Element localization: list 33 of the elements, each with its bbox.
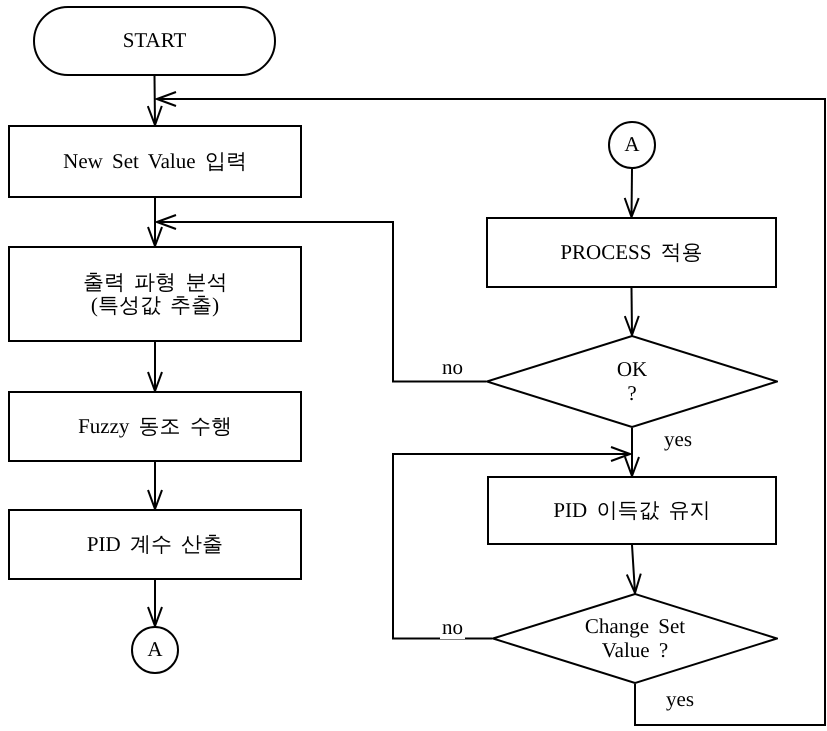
arrow <box>147 462 163 510</box>
arrow <box>624 168 640 218</box>
process-box <box>8 125 302 198</box>
step-text: New Set Value 입력 <box>63 150 247 174</box>
arrow <box>156 91 826 726</box>
process-box <box>8 391 302 462</box>
step-text: PID 이득값 유지 <box>553 498 711 522</box>
process-box <box>486 217 777 288</box>
process-box <box>487 476 777 545</box>
step-text: PID 계수 산출 <box>86 532 224 556</box>
arrow <box>392 446 631 640</box>
arrow <box>147 198 163 247</box>
step-text: 출력 파형 분석 (특성값 추출) <box>82 270 228 318</box>
step-text: Fuzzy 동조 수행 <box>78 414 232 438</box>
connector-circle <box>131 626 179 674</box>
arrow <box>147 580 163 627</box>
step-text: A <box>147 638 163 662</box>
decision-diamond <box>492 593 778 684</box>
arrow <box>147 342 163 392</box>
step-text: A <box>624 133 640 157</box>
process-box <box>8 246 302 342</box>
step-text: PROCESS 적용 <box>560 240 703 264</box>
question-text: Change Set Value ? <box>584 615 686 662</box>
arrow <box>146 76 163 126</box>
process-box <box>8 509 302 580</box>
arrow <box>626 544 642 594</box>
step-text: START <box>122 29 186 53</box>
question-text: OK ? <box>616 358 648 405</box>
decision-diamond <box>486 335 778 428</box>
arrow <box>624 288 640 336</box>
arrow <box>624 428 640 477</box>
arrow <box>156 214 486 382</box>
connector-circle <box>608 121 656 169</box>
